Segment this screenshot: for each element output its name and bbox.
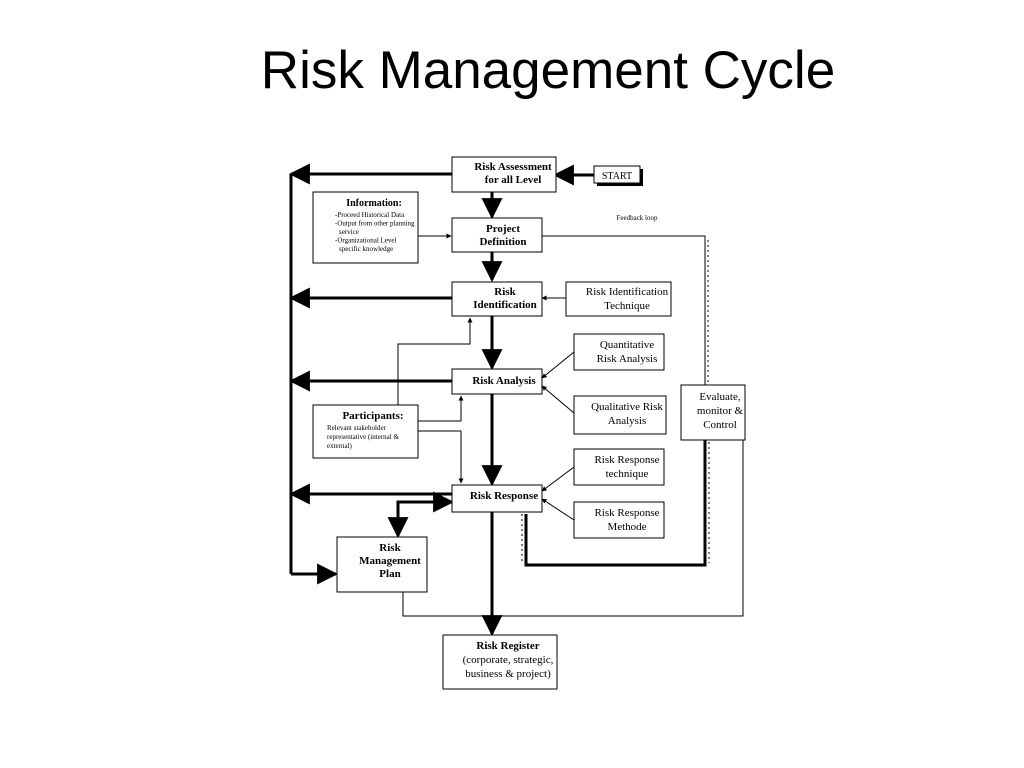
participants-items-line: Relevant stakeholder	[327, 424, 387, 432]
arrow-methode-to-response	[541, 498, 575, 521]
risk-response-label-line: Risk Response	[470, 490, 538, 502]
participants-items-line: representative (internal &	[327, 433, 399, 441]
information-items-line: service	[339, 228, 359, 236]
information-items-line: -Organizational Level	[335, 237, 397, 245]
start-label: START	[602, 171, 632, 182]
risk-response-node: Risk Response	[451, 484, 543, 513]
start-label-line: START	[602, 171, 632, 182]
risk-management-plan-label-line: Risk	[379, 542, 401, 554]
risk-register-label-line: business & project)	[465, 668, 551, 680]
feedback-loop-label: Feedback loop	[616, 214, 658, 222]
line-feedback-loop	[542, 235, 706, 385]
start-node: START	[593, 165, 643, 186]
participants-items-line: external)	[327, 442, 353, 450]
qualitative-label-line: Qualitative Risk	[591, 401, 663, 413]
risk-response-technique-label-line: technique	[606, 468, 649, 480]
risk-analysis-node: Risk Analysis	[451, 368, 543, 395]
evaluate-monitor-control-node: Evaluate, monitor & Control	[680, 384, 746, 441]
arrow-qualitative-to-analysis	[541, 385, 575, 414]
information-heading: Information:	[346, 198, 402, 209]
information-items-line: -Proceed Historical Data	[335, 211, 405, 219]
project-definition-label-line: Definition	[479, 236, 526, 248]
evaluate-label-line: Evaluate,	[699, 391, 740, 403]
quantitative-label-line: Quantitative	[600, 339, 654, 351]
risk-register-node: Risk Register (corporate, strategic, busin…	[442, 634, 558, 690]
risk-management-plan-label-line: Management	[359, 555, 421, 567]
evaluate-label: Evaluate, monitor & Control	[697, 391, 744, 431]
risk-register-label: Risk Register (corporate, strategic, busin…	[463, 640, 554, 680]
participants-heading: Participants:	[342, 410, 403, 422]
arrow-response-technique-to-response	[541, 466, 575, 492]
arrow-quantitative-to-analysis	[541, 351, 575, 379]
risk-response-label: Risk Response	[470, 490, 538, 502]
risk-identification-label-line: Risk	[494, 286, 516, 298]
risk-response-technique-node: Risk Response technique	[573, 448, 665, 486]
line-evaluate-to-response	[524, 440, 707, 567]
project-definition-label-line: Project	[486, 223, 520, 235]
risk-response-methode-label-line: Methode	[607, 521, 646, 533]
risk-analysis-label-line: Risk Analysis	[472, 375, 536, 387]
information-items-line: specific knowledge	[339, 245, 393, 253]
qualitative-label-line: Analysis	[608, 415, 647, 427]
arrow-response-to-plan	[387, 491, 455, 539]
risk-response-methode-label-line: Risk Response	[594, 507, 659, 519]
risk-response-technique-label: Risk Response technique	[594, 454, 659, 480]
risk-assessment-label-line: for all Level	[485, 174, 542, 186]
risk-identification-technique-label-line: Risk Identification	[586, 286, 669, 298]
evaluate-label-line: Control	[703, 419, 737, 431]
slide-title: Risk Management Cycle	[260, 41, 836, 100]
arrow-participants-to-identification	[397, 317, 473, 405]
line-plan-to-register-loop	[402, 440, 744, 617]
evaluate-label-line: monitor &	[697, 405, 744, 417]
risk-management-plan-label-line: Plan	[379, 568, 400, 580]
risk-assessment-label-line: Risk Assessment	[474, 161, 552, 173]
information-items-line: -Output from other planning	[335, 220, 415, 228]
risk-register-label-line: (corporate, strategic,	[463, 654, 554, 666]
connectors	[288, 163, 744, 637]
information-items: -Proceed Historical Data-Output from oth…	[335, 211, 415, 253]
risk-response-technique-label-line: Risk Response	[594, 454, 659, 466]
risk-identification-technique-label-line: Technique	[604, 300, 650, 312]
information-node: Information: -Proceed Historical Data-Ou…	[312, 191, 419, 264]
risk-identification-label-line: Identification	[473, 299, 537, 311]
risk-register-label-line: Risk Register	[476, 640, 539, 652]
risk-analysis-label: Risk Analysis	[472, 375, 536, 387]
arrow-participants-to-analysis	[418, 395, 464, 422]
arrow-participants-to-response	[418, 430, 464, 484]
quantitative-label-line: Risk Analysis	[597, 353, 658, 365]
